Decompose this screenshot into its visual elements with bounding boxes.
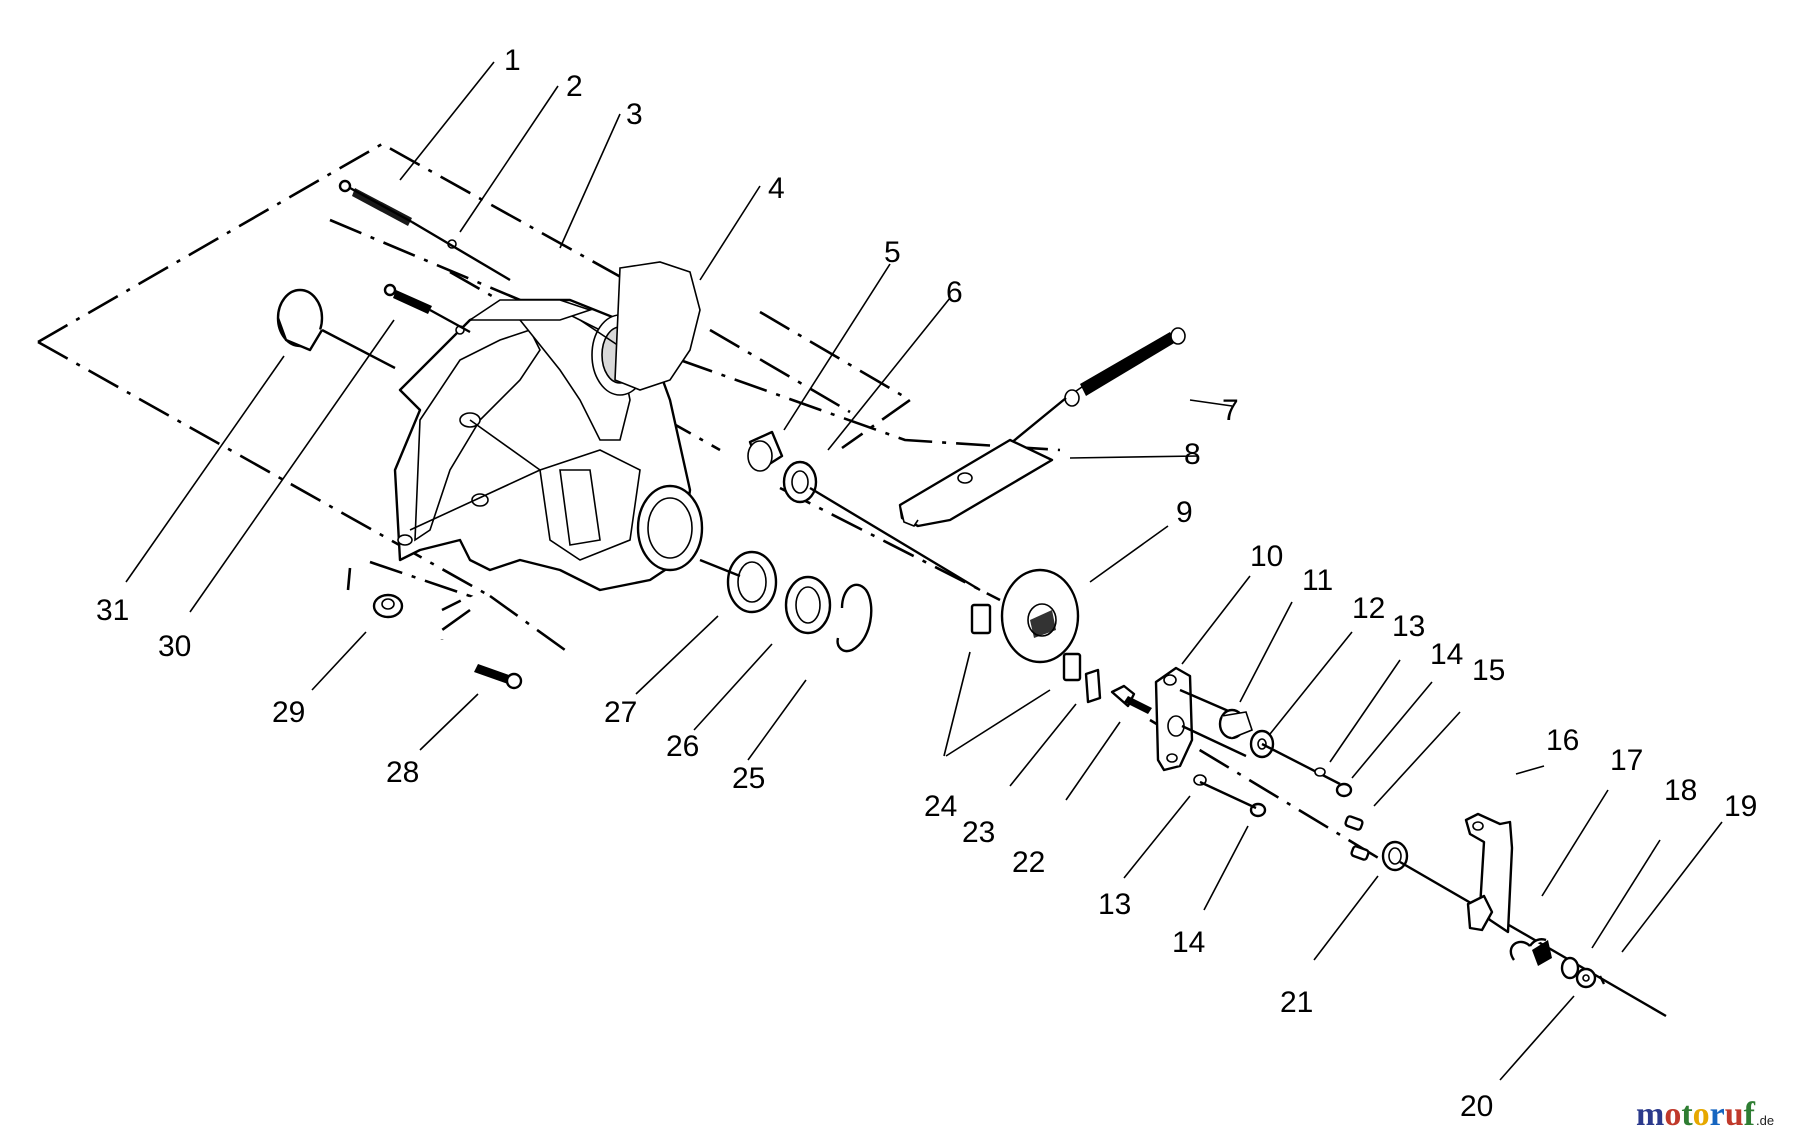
watermark-letter: r — [1709, 1096, 1725, 1133]
key-24a — [970, 603, 992, 635]
bearing-26 — [784, 575, 832, 635]
watermark-suffix: .de — [1756, 1113, 1775, 1128]
plug-29 — [372, 593, 404, 619]
gasket — [614, 261, 701, 391]
bushing-31 — [276, 288, 396, 370]
callout-12: 12 — [1352, 592, 1385, 625]
bearing-6 — [782, 460, 981, 592]
callout-11: 11 — [1302, 564, 1333, 597]
nut-20 — [1575, 967, 1597, 989]
pin-15 — [1344, 815, 1370, 861]
washer-18 — [1560, 956, 1580, 980]
callout-19: 19 — [1724, 790, 1757, 823]
spring-7 — [1004, 327, 1186, 449]
callout-6: 6 — [946, 276, 963, 309]
callout-30: 30 — [158, 630, 191, 663]
callout-labels: 1 2 3 4 5 6 7 8 9 10 11 12 13 14 15 16 1… — [96, 44, 1757, 1123]
callout-14-lower: 14 — [1172, 926, 1205, 959]
pin-19 — [1598, 975, 1606, 985]
bolt-28 — [474, 664, 523, 690]
callout-16: 16 — [1546, 724, 1579, 757]
washer-13 — [1193, 767, 1326, 786]
callout-2: 2 — [566, 70, 583, 103]
callout-21: 21 — [1280, 986, 1313, 1019]
retaining-ring-25 — [836, 583, 873, 653]
callout-17: 17 — [1610, 744, 1643, 777]
callout-9: 9 — [1176, 496, 1193, 529]
callout-1: 1 — [504, 44, 521, 77]
callout-3: 3 — [626, 98, 643, 131]
callout-10: 10 — [1250, 540, 1283, 573]
watermark-letter: m — [1636, 1096, 1665, 1133]
callout-23: 23 — [962, 816, 995, 849]
callout-28: 28 — [386, 756, 419, 789]
screw-30 — [383, 283, 471, 335]
watermark-letter: o — [1664, 1096, 1682, 1133]
callout-27: 27 — [604, 696, 637, 729]
callout-13: 13 — [1392, 610, 1425, 643]
callout-24: 24 — [924, 790, 957, 823]
callout-20: 20 — [1460, 1090, 1493, 1123]
callout-7: 7 — [1222, 394, 1239, 427]
nut-14 — [1199, 780, 1353, 818]
washer-23 — [1084, 668, 1102, 704]
screw-1 — [338, 179, 511, 282]
callout-22: 22 — [1012, 846, 1045, 879]
plate-8 — [898, 438, 1054, 528]
bolt-22 — [1110, 684, 1152, 714]
callout-25: 25 — [732, 762, 765, 795]
callout-13-lower: 13 — [1098, 888, 1131, 921]
disc-9 — [1000, 568, 1080, 664]
spacer-11 — [1218, 708, 1253, 740]
bushing-5 — [747, 430, 784, 472]
callout-31: 31 — [96, 594, 129, 627]
callout-15: 15 — [1472, 654, 1505, 687]
watermark-letter: o — [1692, 1096, 1710, 1133]
callout-4: 4 — [768, 172, 785, 205]
callout-18: 18 — [1664, 774, 1697, 807]
key-24b — [1062, 652, 1082, 682]
spring-21 — [1381, 840, 1667, 1018]
bearing-27 — [699, 550, 778, 614]
callout-8: 8 — [1184, 438, 1201, 471]
washer-12 — [1249, 729, 1341, 786]
watermark-letter: t — [1681, 1096, 1693, 1133]
callout-5: 5 — [884, 236, 901, 269]
spring-17 — [1509, 938, 1552, 966]
callout-29: 29 — [272, 696, 305, 729]
leader-lines — [125, 61, 1723, 1081]
watermark-letter: u — [1724, 1096, 1744, 1133]
lever-16 — [1464, 812, 1514, 934]
watermark-letter: f — [1743, 1096, 1755, 1133]
callout-26: 26 — [666, 730, 699, 763]
watermark-logo: motoruf.de — [1636, 1096, 1774, 1136]
callout-14: 14 — [1430, 638, 1463, 671]
